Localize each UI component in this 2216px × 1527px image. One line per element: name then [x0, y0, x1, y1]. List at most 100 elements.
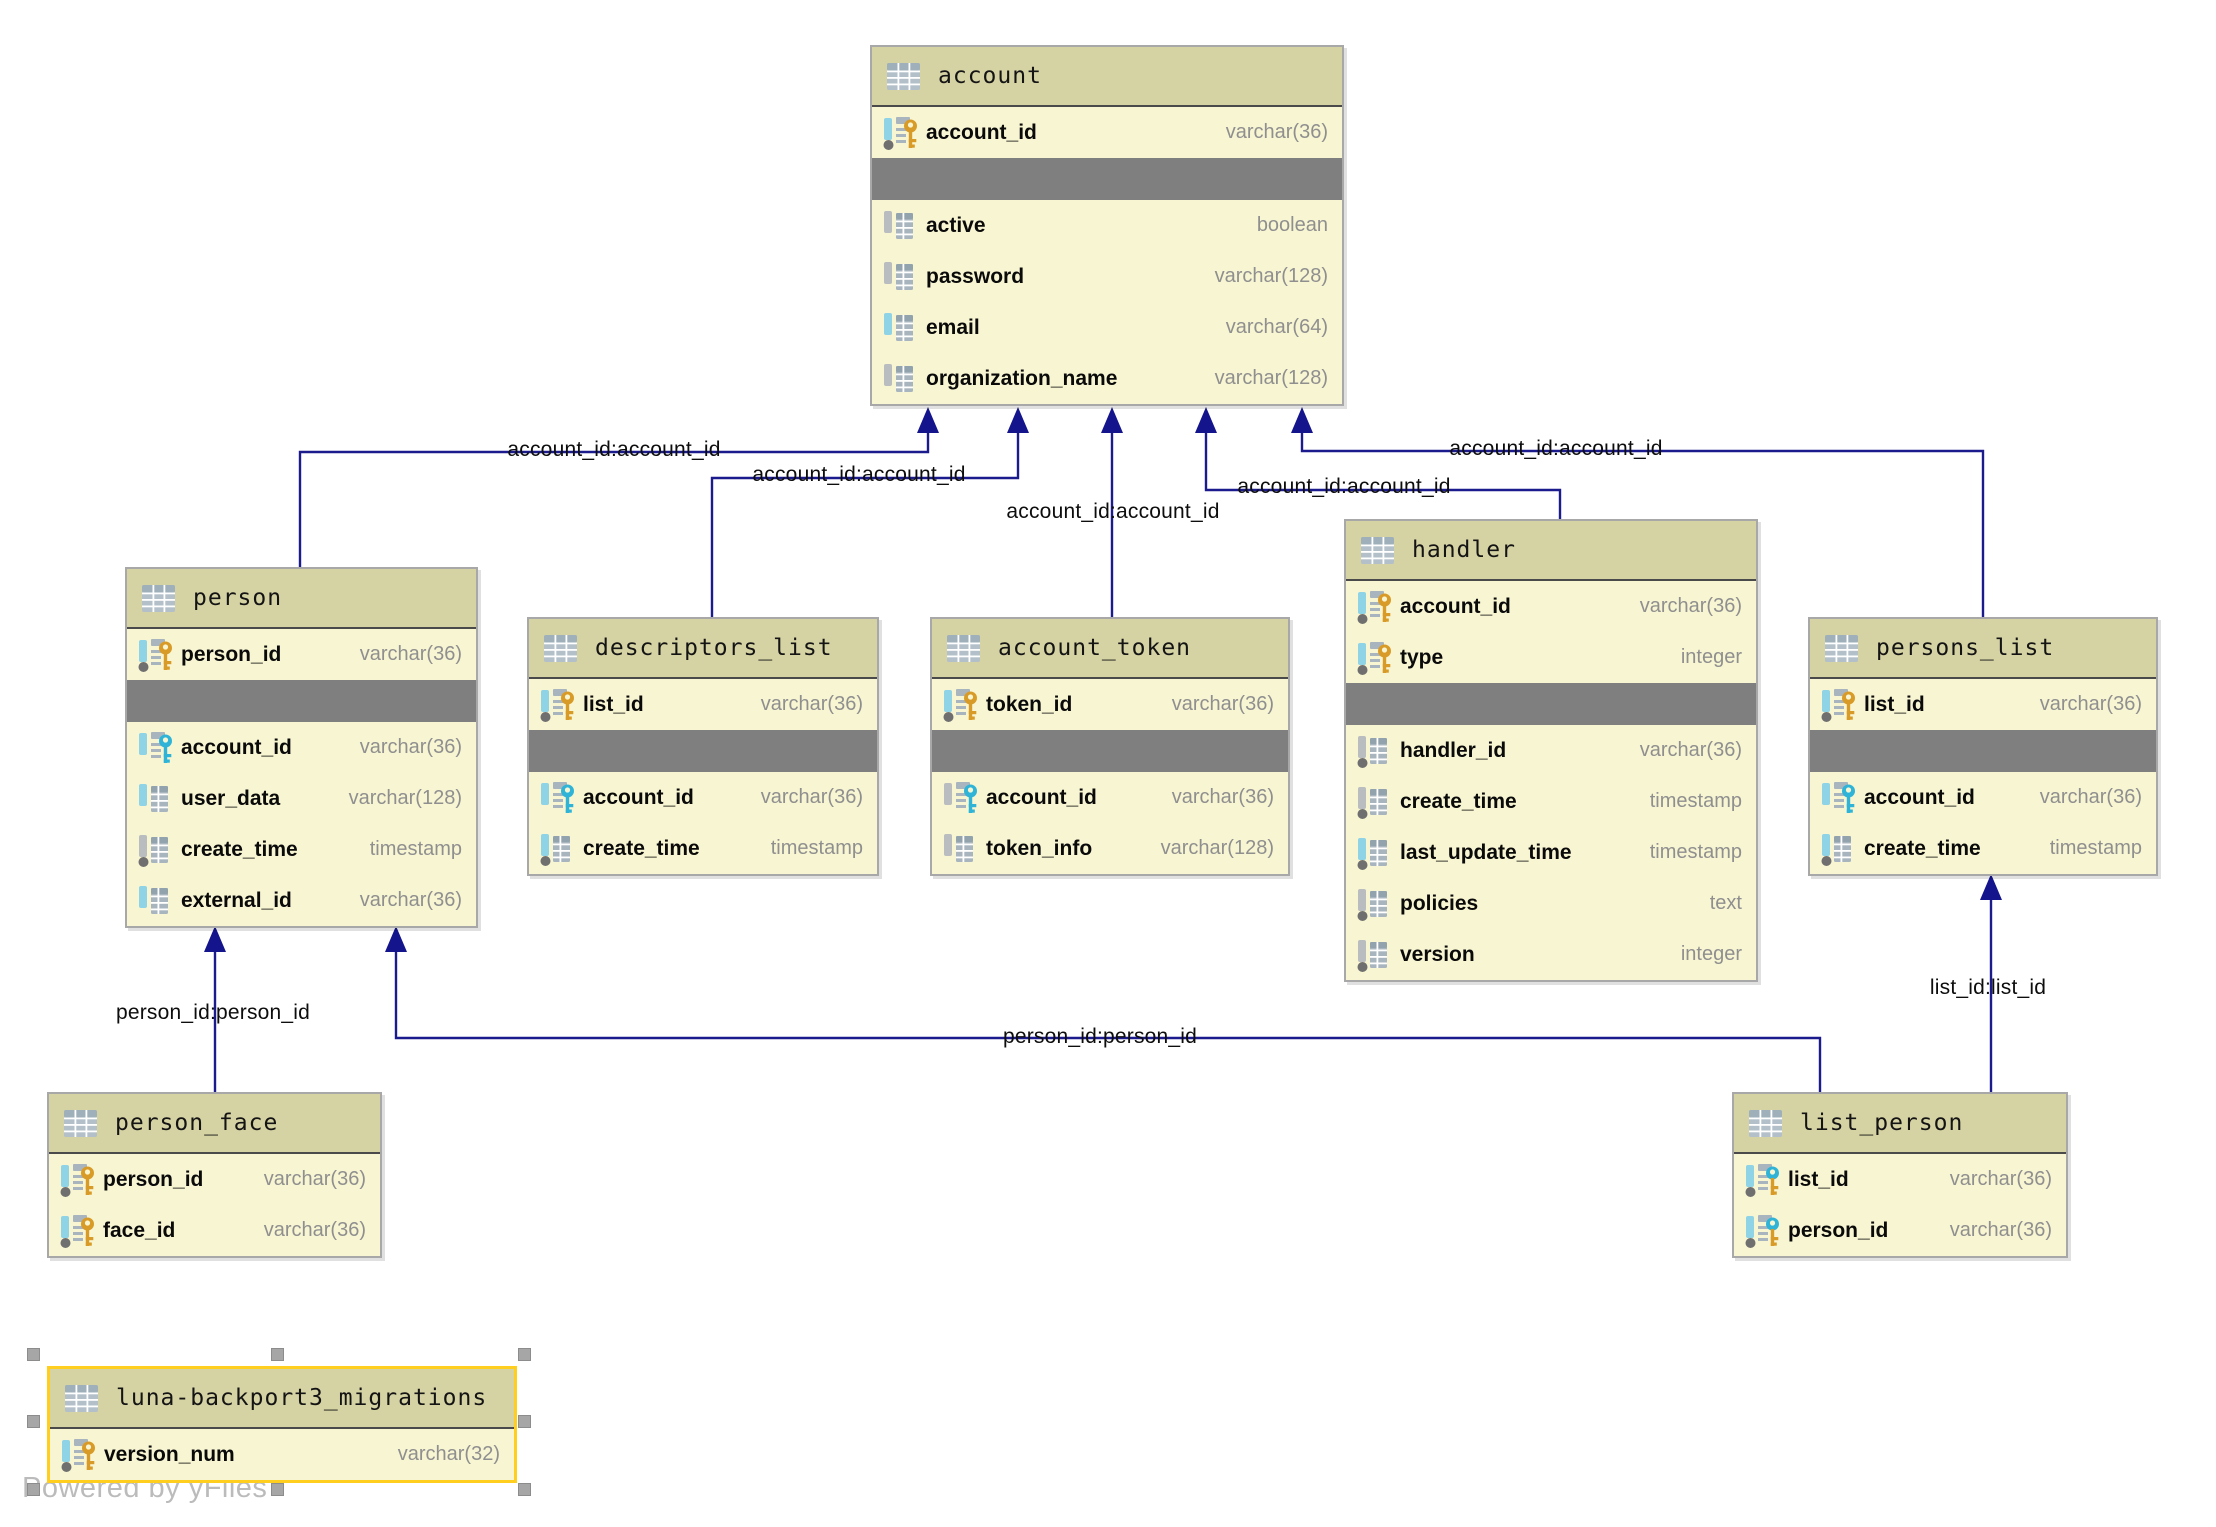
selection-handle-top-left[interactable]	[27, 1348, 40, 1361]
selection-handle-top-right[interactable]	[518, 1348, 531, 1361]
column-icon	[944, 833, 973, 862]
column-name: organization_name	[926, 366, 1118, 390]
column-type: varchar(36)	[263, 1168, 366, 1190]
table-header[interactable]: account	[872, 47, 1342, 107]
edge-label-person-to-account[interactable]: account_id:account_id	[507, 438, 721, 461]
selection-handle-middle-right[interactable]	[518, 1415, 531, 1428]
table-title: list_person	[1800, 1110, 1964, 1136]
table-grid-icon	[64, 1109, 97, 1137]
column-type: varchar(36)	[2039, 693, 2142, 715]
relationship-edge-person-to-account[interactable]	[298, 431, 930, 567]
edge-label-account_token-to-account[interactable]: account_id:account_id	[1006, 500, 1220, 523]
table-header[interactable]: handler	[1346, 521, 1756, 581]
edge-label-handler-to-account[interactable]: account_id:account_id	[1237, 475, 1451, 498]
column-type: boolean	[1256, 214, 1328, 236]
edge-label-descriptors_list-to-account[interactable]: account_id:account_id	[752, 463, 966, 486]
table-header[interactable]: list_person	[1734, 1094, 2066, 1154]
column-type: varchar(36)	[359, 889, 462, 911]
primary-foreign-key-icon	[1745, 1163, 1779, 1197]
column-name: last_update_time	[1400, 840, 1572, 864]
column-name: person_id	[181, 642, 282, 666]
selection-handle-bottom-right[interactable]	[518, 1483, 531, 1496]
column-name: person_id	[1788, 1218, 1889, 1242]
table-header[interactable]: persons_list	[1810, 619, 2156, 679]
edge-label-person_face-to-person[interactable]: person_id:person_id	[115, 1001, 311, 1024]
relationship-edge-list_person-to-person[interactable]	[394, 950, 1822, 1092]
column-type: varchar(36)	[1225, 121, 1328, 143]
edge-arrowhead	[1101, 407, 1123, 433]
edge-label-list_person-to-person[interactable]: person_id:person_id	[1002, 1025, 1198, 1048]
table-grid-icon	[544, 634, 577, 662]
table-header[interactable]: luna-backport3_migrations	[50, 1369, 514, 1429]
relationship-edge-persons_list-to-account[interactable]	[1300, 431, 1985, 617]
edge-label-list_person-to-persons_list[interactable]: list_id:list_id	[1929, 976, 2047, 999]
column-type: timestamp	[369, 838, 462, 860]
selection-handle-bottom-center[interactable]	[271, 1483, 284, 1496]
foreign-key-icon	[944, 781, 977, 813]
column-type: varchar(36)	[1639, 595, 1742, 617]
relationship-edge-handler-to-account[interactable]	[1204, 431, 1562, 519]
column-name: policies	[1400, 891, 1479, 915]
table-header[interactable]: person_face	[49, 1094, 380, 1154]
column-type: varchar(36)	[359, 643, 462, 665]
table-grid-icon	[142, 584, 175, 612]
column-type: integer	[1680, 646, 1742, 668]
primary-key-icon	[943, 688, 977, 722]
column-type: varchar(128)	[1160, 837, 1274, 859]
selection-handle-bottom-left[interactable]	[27, 1483, 40, 1496]
table-header[interactable]: person	[127, 569, 476, 629]
column-icon	[1357, 786, 1387, 819]
table-header[interactable]: account_token	[932, 619, 1288, 679]
selection-handle-top-center[interactable]	[271, 1348, 284, 1361]
table-title: person	[193, 585, 283, 611]
selection-handle-middle-left[interactable]	[27, 1415, 40, 1428]
relationship-edge-descriptors_list-to-account[interactable]	[710, 431, 1020, 617]
column-icon	[1357, 837, 1387, 870]
column-type: varchar(36)	[359, 736, 462, 758]
edge-label-persons_list-to-account[interactable]: account_id:account_id	[1449, 437, 1663, 460]
column-row-person_id[interactable]: person_id varchar(36)	[127, 629, 476, 680]
table-header[interactable]: descriptors_list	[529, 619, 877, 679]
